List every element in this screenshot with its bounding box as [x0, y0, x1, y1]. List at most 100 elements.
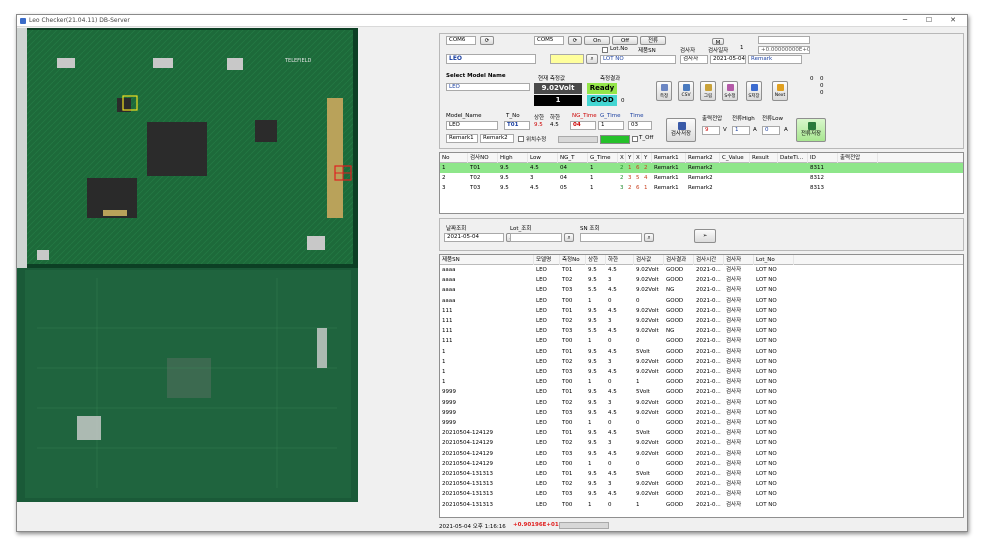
tno-select[interactable]: T01 — [504, 121, 530, 130]
off-button[interactable]: Off — [612, 36, 638, 45]
position-checkbox[interactable] — [518, 136, 524, 142]
g-time-select[interactable]: 1 — [598, 121, 624, 130]
column-header[interactable]: Lot_No — [754, 255, 794, 265]
com-port-select-a[interactable]: COM6 — [446, 36, 476, 45]
toolbar-button-1[interactable]: CSV — [678, 81, 694, 101]
lot-no-checkbox[interactable] — [602, 47, 608, 53]
remark2-field[interactable]: Remark2 — [480, 134, 514, 143]
toff-checkbox[interactable] — [632, 136, 638, 142]
column-header[interactable]: 검사값 — [634, 255, 664, 265]
model-select[interactable]: LEO — [446, 54, 536, 64]
lot-no-field[interactable]: LOT NO — [600, 55, 676, 64]
top-readout-field[interactable] — [758, 36, 810, 44]
output-voltage-field[interactable]: 9 — [702, 126, 720, 135]
column-header[interactable]: Remark2 — [686, 153, 720, 163]
column-header[interactable]: DateTi... — [778, 153, 808, 163]
column-header[interactable]: 측정No — [560, 255, 586, 265]
minimize-icon[interactable]: ─ — [902, 16, 908, 24]
column-header[interactable]: 검사결과 — [664, 255, 694, 265]
column-header[interactable]: C_Value — [720, 153, 750, 163]
board-image[interactable]: TELEFIELD — [17, 28, 358, 502]
save-inspection-button[interactable]: 검사저장 — [666, 118, 696, 142]
date-field[interactable]: 2021-05-04 — [710, 55, 746, 64]
column-header[interactable]: 상한 — [586, 255, 606, 265]
column-header[interactable]: 검사NO — [468, 153, 498, 163]
export-button[interactable]: ➢ — [694, 229, 716, 243]
close-icon[interactable]: ✕ — [950, 16, 956, 24]
toolbar-button-3[interactable]: S수정 — [722, 81, 738, 101]
select-model-field[interactable]: LEO — [446, 83, 530, 91]
sn-search-button[interactable]: ⌕ — [644, 233, 654, 242]
column-header[interactable]: 검사자 — [724, 255, 754, 265]
com-port-select-b[interactable]: COM5 — [534, 36, 564, 45]
remark1-field[interactable]: Remark1 — [446, 134, 478, 143]
column-header[interactable]: NG_T — [558, 153, 588, 163]
toolbar-button-5[interactable]: Next — [772, 81, 788, 101]
column-header[interactable]: 제품SN — [440, 255, 534, 265]
column-header[interactable]: Result — [750, 153, 778, 163]
upper-value[interactable]: 9.5 — [534, 122, 543, 128]
current-low-field[interactable]: 0 — [762, 126, 780, 135]
save-current-button[interactable]: 전류저장 — [796, 118, 826, 142]
column-header[interactable]: Y — [642, 153, 652, 163]
current-high-field[interactable]: 1 — [732, 126, 750, 135]
power-button[interactable]: 전류 — [640, 36, 666, 45]
column-header[interactable]: 출력전압 — [838, 153, 878, 163]
inspector-field[interactable]: 검사자 — [680, 55, 708, 64]
column-header[interactable]: 모델명 — [534, 255, 560, 265]
ng-time-select[interactable]: 04 — [570, 121, 596, 130]
serial-scan-field[interactable] — [550, 54, 584, 64]
column-header[interactable]: X — [618, 153, 626, 163]
lower-value[interactable]: 4.5 — [550, 122, 559, 128]
lot-search-field[interactable] — [510, 233, 562, 242]
column-header[interactable]: No — [440, 153, 468, 163]
column-header[interactable]: ID — [808, 153, 838, 163]
toolbar-button-4[interactable]: S저장 — [746, 81, 762, 101]
connect-b-button[interactable]: ⟳ — [568, 36, 582, 45]
time-select[interactable]: 03 — [628, 121, 652, 130]
maximize-icon[interactable]: ☐ — [925, 16, 933, 24]
search-button[interactable]: ⌕ — [586, 54, 598, 64]
column-header[interactable]: G_Time — [588, 153, 618, 163]
column-header[interactable]: Remark1 — [652, 153, 686, 163]
date-search-field[interactable]: 2021-05-04 — [444, 233, 504, 242]
toolbar-button-2[interactable]: 그림 — [700, 81, 716, 101]
column-header[interactable]: Y — [626, 153, 634, 163]
column-header[interactable]: 검사시간 — [694, 255, 724, 265]
connect-a-button[interactable]: ⟳ — [480, 36, 494, 45]
model-name-field[interactable]: LEO — [446, 121, 498, 130]
sn-search-field[interactable] — [580, 233, 642, 242]
m-button[interactable]: M — [712, 38, 724, 46]
column-header[interactable]: High — [498, 153, 528, 163]
toolbar-button-0[interactable]: 측정 — [656, 81, 672, 101]
on-button[interactable]: On — [584, 36, 610, 45]
lot-search-button[interactable]: ⌕ — [564, 233, 574, 242]
